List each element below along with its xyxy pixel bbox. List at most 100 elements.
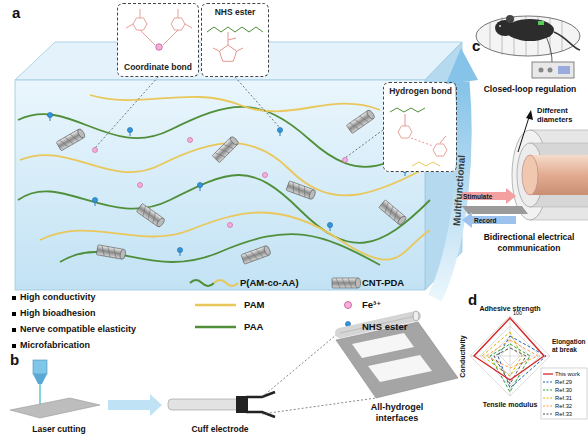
figure-label: High bioadhesion (20, 308, 190, 319)
radar-legend (543, 414, 553, 415)
legend-sample (345, 302, 352, 309)
bullet-mark (12, 328, 16, 332)
mouse-platform (554, 32, 580, 50)
legend-entry: Ref.29 (555, 379, 572, 386)
callout-background (383, 82, 457, 172)
stimulate-arrow (462, 188, 516, 204)
radar-legend (543, 373, 553, 374)
nerve-cuff (530, 130, 588, 220)
legend-label: PAA (244, 321, 263, 333)
figure-label: All-hydrogel interfaces (352, 402, 442, 424)
coordinate-bond-structure (133, 18, 147, 30)
legend-entry: This work (555, 371, 580, 378)
panel-letter: a (12, 3, 32, 22)
hydrogen-bond-structure (411, 138, 433, 146)
figure-label: Different diameters (537, 106, 587, 124)
legend-label: This work (555, 371, 580, 378)
figure-label: Laser cutting (14, 424, 104, 435)
bullet-mark (12, 296, 16, 348)
all-hydrogel-electrode (413, 311, 419, 321)
nhs-ester-pin (197, 182, 202, 191)
legend-label: Ref.30 (555, 387, 572, 394)
zoom-line (262, 398, 376, 414)
legend-entry: NHS ester (362, 321, 407, 333)
cnt-pda-tube (136, 203, 165, 228)
callout-box: Coordinate bond (117, 3, 199, 77)
cnt-pda-tube (56, 128, 86, 151)
stimulate-arrow (462, 188, 516, 204)
bullet-mark (12, 312, 16, 316)
radar-legend (543, 406, 553, 407)
legend-label: Ref.31 (555, 395, 572, 402)
radar-legend (541, 368, 587, 419)
legend-entry: CNT-PDA (362, 277, 404, 289)
mouse-platform (538, 21, 544, 25)
radar-legend (543, 382, 553, 383)
nhs-ester-structure (213, 48, 243, 51)
callout-background (117, 3, 199, 77)
legend-entry: Ref.32 (555, 403, 572, 410)
figure-label: Nerve compatible elasticity (20, 324, 190, 335)
nhs-ester-pin (47, 112, 407, 256)
legend-entry: Ref.31 (555, 395, 572, 402)
legend-sample (190, 278, 361, 330)
radar-grid (470, 316, 550, 396)
stimulator-device (548, 68, 553, 73)
callout-label: NHS ester (206, 7, 264, 18)
mouse-platform (476, 16, 580, 56)
laser-nozzle (39, 384, 41, 404)
figure-label: Closed-loop regulation (472, 84, 588, 95)
pam-chain (20, 95, 440, 260)
pam-chain (90, 95, 380, 111)
legend-label: Ref.29 (555, 379, 572, 386)
callout-background (117, 3, 457, 172)
zoom-line (262, 335, 336, 397)
nhs-ester-pin (47, 112, 52, 121)
callout-box: Hydrogen bond (383, 82, 457, 172)
hydrogel-block (15, 42, 462, 290)
stimulator-device (532, 62, 574, 78)
coordinate-bond-structure (126, 9, 192, 45)
radar-grid (470, 316, 550, 396)
laser-nozzle (33, 374, 47, 384)
hydrogen-bond-structure (405, 114, 446, 143)
radar-series (474, 318, 546, 392)
cuff-electrode-small (246, 392, 275, 417)
legend-sample (190, 280, 214, 286)
figure-label: Conductivity (458, 326, 467, 386)
record-arrow (462, 212, 516, 228)
figure-label: Cuff electrode (170, 424, 270, 435)
figure-label: Tensile modulus (465, 400, 555, 409)
cuff-electrode-small (236, 396, 248, 413)
process-arrow (108, 394, 162, 416)
coordinate-bond-structure (156, 44, 163, 51)
radar-series (486, 340, 538, 368)
laser-nozzle (33, 360, 47, 374)
nhs-ester-structure (207, 27, 263, 61)
figure-label: Elongation at break (552, 338, 588, 354)
coordinate-bond-structure (126, 9, 192, 50)
figure-label: Bidirectional electrical communication (470, 232, 588, 254)
legend-sample (195, 326, 236, 329)
all-hydrogel-electrode (352, 333, 414, 358)
stimulator-device (532, 25, 574, 78)
nhs-ester-pin (92, 197, 97, 206)
cnt-pda-tube (346, 109, 375, 134)
legend-label: PAM (244, 299, 264, 311)
leader-line (95, 77, 383, 158)
hydrogen-bond-structure (398, 126, 412, 138)
nhs-ester-pin (327, 222, 332, 231)
record-arrow (462, 212, 516, 228)
legend-label: CNT-PDA (362, 277, 404, 289)
leader-line (345, 130, 383, 158)
nerve-cuff (530, 155, 588, 195)
cnt-pda-tube (286, 181, 316, 200)
all-hydrogel-electrode (336, 311, 458, 398)
hydrogen-bond-structure (433, 144, 447, 156)
nerve-cuff (518, 114, 530, 152)
all-hydrogel-electrode (368, 355, 432, 382)
nerve-cuff (526, 110, 533, 120)
nhs-ester-pin (127, 127, 132, 136)
callout-label: Hydrogen bond (388, 86, 452, 97)
mouse-platform (506, 15, 514, 23)
